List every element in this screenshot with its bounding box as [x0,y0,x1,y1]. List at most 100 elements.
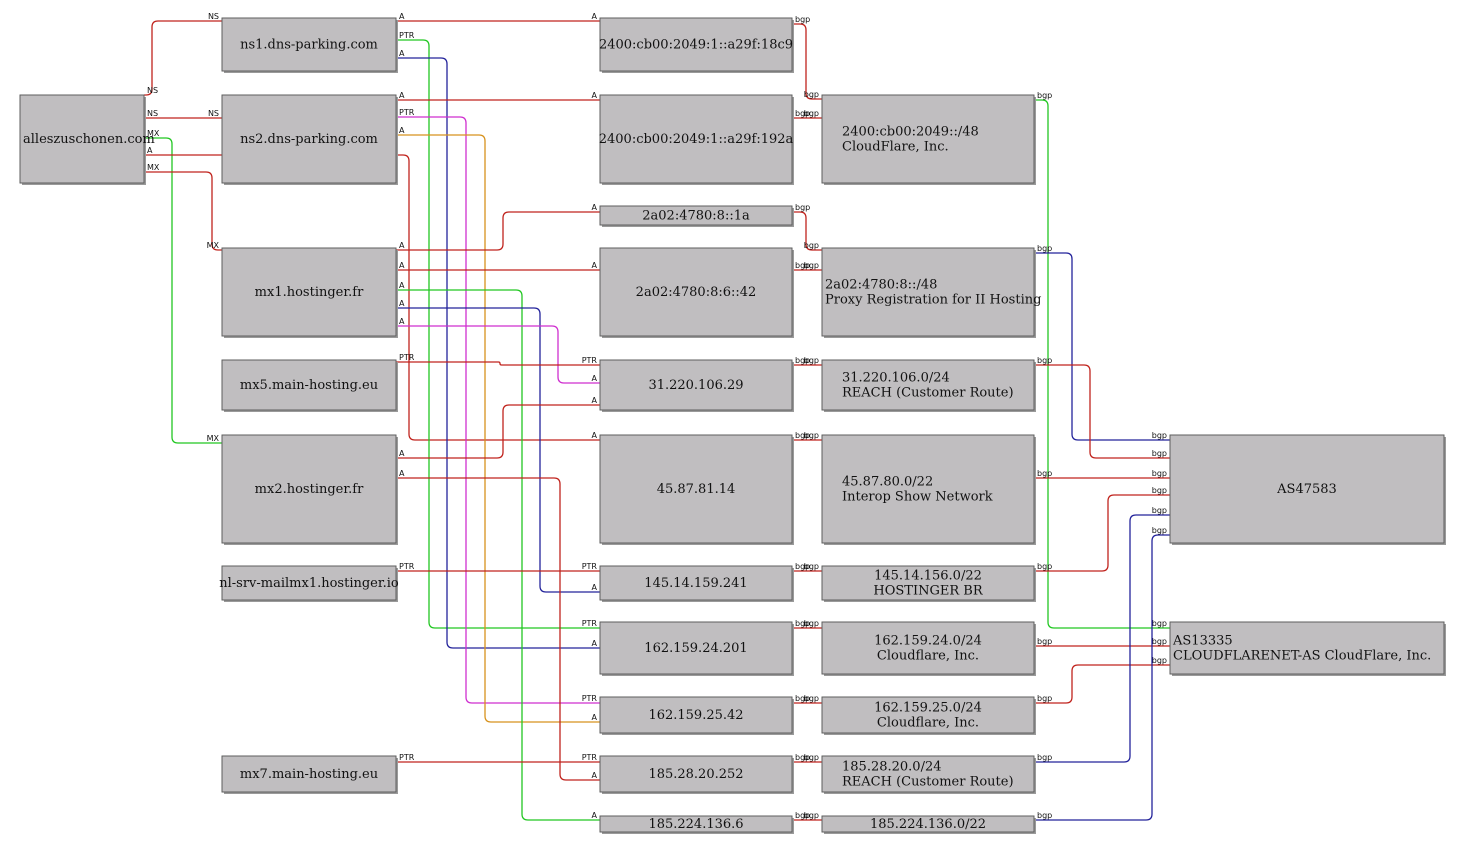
node-label-line: Interop Show Network [842,490,993,505]
edge-label-target: bgp [1152,449,1167,458]
edge-label-target: bgp [804,90,819,99]
edge-label-target: A [592,91,598,100]
node-label-line: 2400:cb00:2049:1::a29f:192a [599,132,794,147]
edge-label-source: bgp [1037,469,1052,478]
edge-label-target: bgp [804,562,819,571]
edge-domain-to-ip-45: AA [144,146,600,441]
node-mx5: mx5.main-hosting.eu [221,359,398,412]
edge-label-target: MX [207,434,220,443]
edge-pfx-145-to-as47583: bgp bgp [1034,486,1170,572]
edge-label-target: A [592,431,598,440]
edge-label-source: bgp [1037,356,1052,365]
edge-label-target: bgp [1152,506,1167,515]
node-label-line: 2400:cb00:2049:1::a29f:18c9 [599,38,793,53]
edge-pfx-h6-to-as47583: bgp bgp [1034,244,1170,441]
edge-mx1-to-ip-185b: AA [396,281,600,821]
edge-label-source: bgp [795,356,810,365]
edge-pfx-185b-to-as47583: bgp bgp [1034,526,1170,821]
edge-label-source: A [399,49,405,58]
edge-label-source: bgp [1037,811,1052,820]
edge-label-target: bgp [1152,637,1167,646]
node-pfx-185b: 185.224.136.0/22 [821,815,1036,834]
node-label-line: HOSTINGER BR [873,584,983,599]
node-label-line: 2a02:4780:8::/48 [825,278,937,293]
edge-mx2-to-ip-185a: AA [396,469,600,781]
edge-nlsrv-to-ip-145: PTR PTR [396,562,600,572]
edge-label-source: bgp [795,109,810,118]
edge-label-source: A [399,126,405,135]
edge-label-target: bgp [1152,526,1167,535]
edge-label-source: A [399,281,405,290]
node-label-line: Cloudflare, Inc. [877,716,979,731]
edge-label-target: A [592,203,598,212]
edge-domain-to-mx1: MX MX [144,163,222,251]
edge-ns2-to-ip-162b: PTR PTR [396,108,600,704]
node-label-line: REACH (Customer Route) [842,386,1014,401]
node-ip-45: 45.87.81.14 [599,434,794,545]
node-label-line: 45.87.80.0/22 [842,475,933,490]
nodes-layer: alleszuschonen.comns1.dns-parking.comns2… [19,17,1446,834]
edge-label-target: MX [207,241,220,250]
edge-label-source: bgp [1037,91,1052,100]
edge-label-target: PTR [582,753,598,762]
edge-mx2-to-ip-31: AA [396,396,600,459]
edge-label-source: bgp [795,811,810,820]
node-label-line: 31.220.106.29 [648,378,743,393]
edge-label-source: PTR [399,562,415,571]
edge-label-source: bgp [795,261,810,270]
edge-ns2-to-ip-162b: AA [396,126,600,723]
edge-ns1-to-ip-162a: PTR PTR [396,31,600,629]
node-label-line: CloudFlare, Inc. [842,140,949,155]
node-label-line: mx1.hostinger.fr [255,285,364,300]
edge-label-source: MX [147,163,160,172]
edge-label-source: bgp [1037,244,1052,253]
edge-label-source: A [399,449,405,458]
edge-label-target: bgp [804,356,819,365]
edge-label-target: PTR [582,694,598,703]
node-ip-185a: 185.28.20.252 [599,755,794,794]
edge-mx1-to-ip-145: AA [396,299,600,593]
edge-label-source: bgp [795,694,810,703]
edge-label-source: A [399,261,405,270]
edge-label-source: bgp [795,431,810,440]
node-label-line: 185.224.136.6 [648,817,743,832]
node-ip-h1: 2a02:4780:8::1a [599,205,794,227]
edge-label-source: A [399,12,405,21]
node-ip-162b: 162.159.25.42 [599,696,794,735]
edge-pfx-162a-to-as13335: bgp bgp [1034,637,1170,647]
edge-label-target: A [592,396,598,405]
node-label-line: 45.87.81.14 [657,482,736,497]
node-ns2: ns2.dns-parking.com [221,94,398,185]
node-label-line: 162.159.25.0/24 [874,701,982,716]
node-ip-h2: 2a02:4780:8:6::42 [599,247,794,338]
node-label-line: 2a02:4780:8:6::42 [636,285,757,300]
node-label-line: 162.159.24.201 [644,641,747,656]
edge-label-source: bgp [1037,637,1052,646]
edge-label-target: A [592,374,598,383]
edge-label-target: bgp [1152,656,1167,665]
edge-label-target: PTR [582,562,598,571]
edge-label-target: bgp [804,261,819,270]
edge-label-target: bgp [804,753,819,762]
edge-label-source: PTR [399,31,415,40]
node-label-line: Proxy Registration for II Hosting [825,293,1041,308]
edge-pfx-31-to-as47583: bgp bgp [1034,356,1170,459]
